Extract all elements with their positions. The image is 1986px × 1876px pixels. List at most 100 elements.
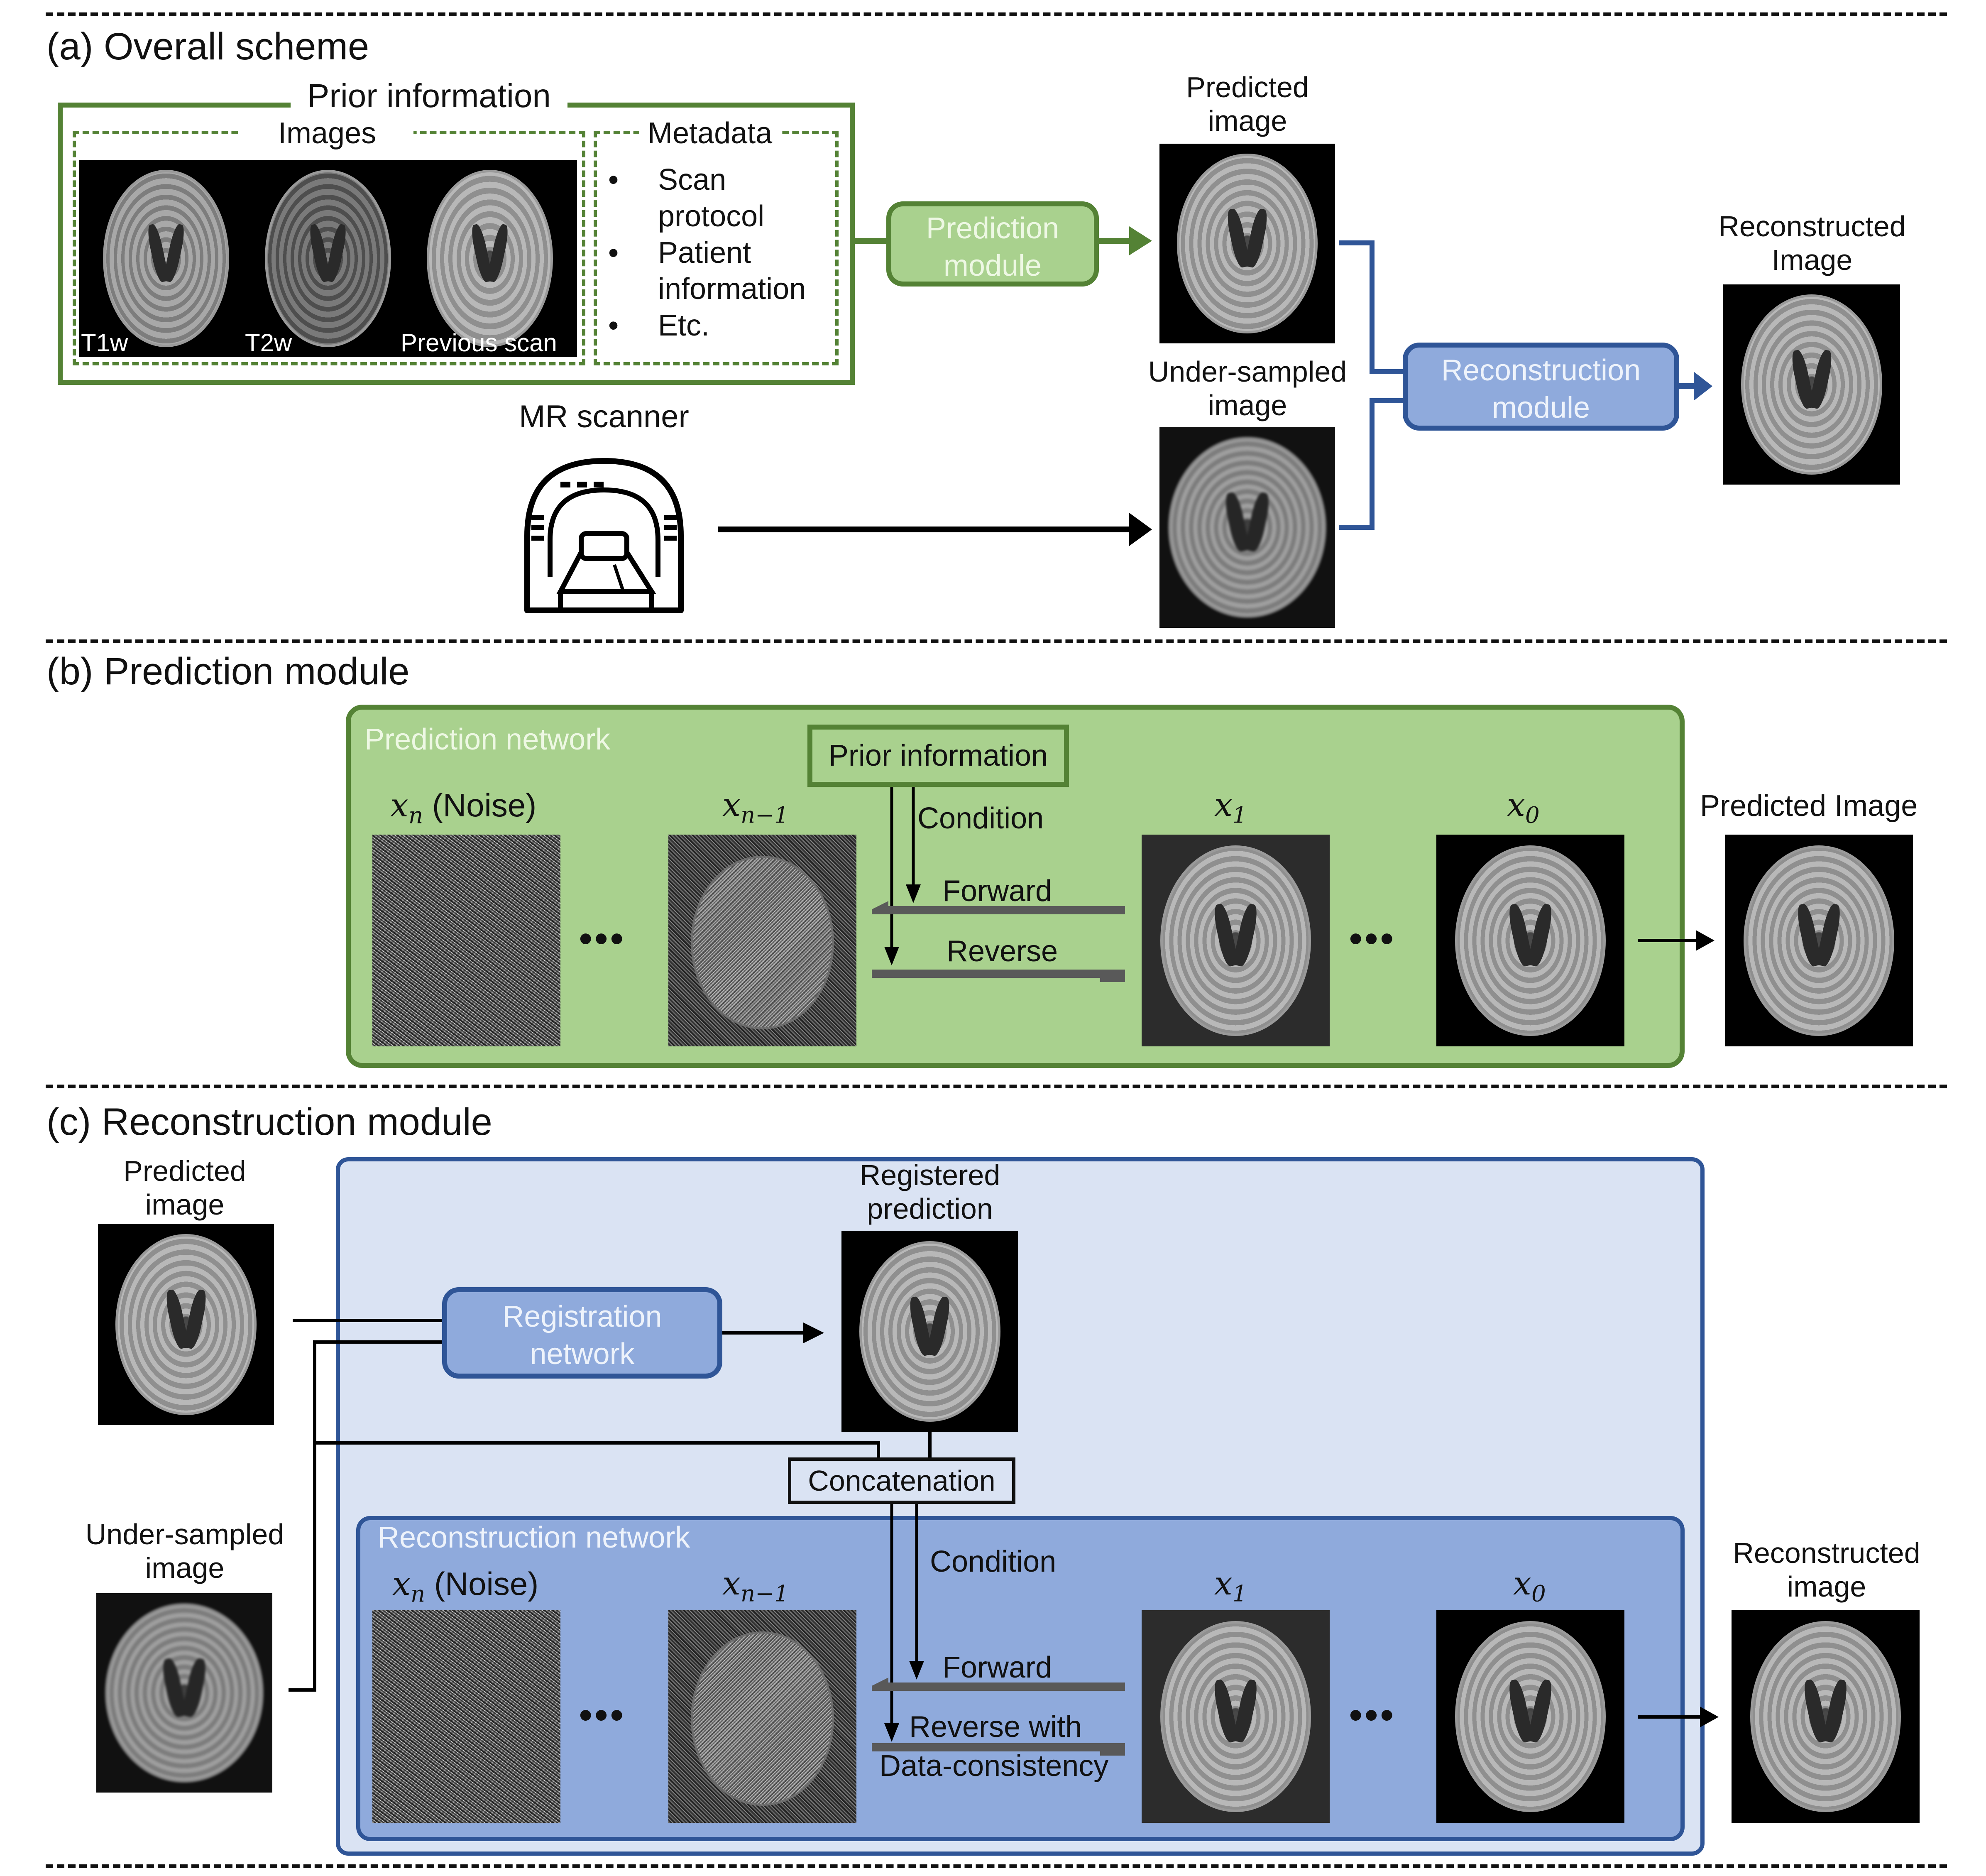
previous-scan-image bbox=[411, 160, 569, 357]
c-xn-minus-1-image bbox=[668, 1610, 856, 1823]
undersampled-to-recon-connector bbox=[1339, 398, 1403, 530]
sub: n−1 bbox=[741, 1580, 789, 1607]
reconstructed-image bbox=[1723, 284, 1900, 485]
var: x bbox=[1214, 786, 1233, 824]
xn-noise-image bbox=[372, 835, 560, 1046]
suffix: (Noise) bbox=[425, 1565, 539, 1602]
c-x0-label: x0 bbox=[1513, 1565, 1546, 1607]
label-line: Image bbox=[1771, 243, 1853, 276]
metadata-line: protocol bbox=[658, 199, 765, 233]
prediction-module-label: module bbox=[943, 249, 1042, 282]
c-reconstructed-image bbox=[1732, 1610, 1920, 1823]
ellipsis-b-2: ••• bbox=[1349, 918, 1396, 960]
registration-network-label: Registration bbox=[502, 1300, 662, 1333]
prediction-module-label: Prediction bbox=[926, 212, 1059, 245]
prediction-module-box: Prediction module bbox=[886, 201, 1099, 287]
x0-label: x0 bbox=[1507, 786, 1540, 828]
arrow-head-blue bbox=[1694, 372, 1712, 401]
var: x bbox=[1214, 1565, 1233, 1602]
predicted-image-output-label: Predicted Image bbox=[1700, 789, 1918, 823]
var: x bbox=[392, 1565, 411, 1603]
sub: n bbox=[411, 1580, 426, 1607]
c-x1-image bbox=[1142, 1610, 1330, 1823]
separator-bottom bbox=[46, 1864, 1947, 1868]
label-line: image bbox=[145, 1188, 225, 1221]
xn-minus-1-image bbox=[668, 835, 856, 1046]
section-c-title: (c) Reconstruction module bbox=[46, 1101, 492, 1143]
t1w-image bbox=[87, 160, 245, 357]
condition-label-b: Condition bbox=[917, 802, 1044, 835]
images-label: Images bbox=[241, 116, 414, 150]
c-xn-noise-label: xn (Noise) bbox=[392, 1565, 538, 1607]
mr-scanner-label: MR scanner bbox=[519, 399, 689, 434]
c-under-sampled-image-label: Under-sampled image bbox=[62, 1518, 307, 1585]
t2w-image bbox=[249, 160, 407, 357]
registered-prediction-image bbox=[841, 1231, 1018, 1432]
var: x bbox=[1513, 1565, 1531, 1602]
label-line: Reconstructed bbox=[1733, 1537, 1920, 1569]
var: x bbox=[1507, 786, 1525, 824]
prior-images-strip: T1w T2w Previous scan bbox=[79, 160, 577, 357]
reconstruction-module-box: Reconstruction module bbox=[1403, 343, 1679, 431]
xn-minus-1-label: xn−1 bbox=[722, 786, 789, 828]
reconstruction-module-label: Reconstruction bbox=[1441, 354, 1641, 387]
c-xn-minus-1-label: xn−1 bbox=[722, 1565, 789, 1607]
suffix: (Noise) bbox=[423, 787, 537, 823]
mr-scanner-icon bbox=[524, 458, 684, 613]
sub: n bbox=[408, 802, 423, 829]
forward-label-c: Forward bbox=[942, 1651, 1052, 1684]
reverse-label-b: Reverse bbox=[947, 935, 1058, 968]
c-xn-noise-image bbox=[372, 1610, 560, 1823]
section-a-title: (a) Overall scheme bbox=[46, 25, 369, 68]
section-b-connectors bbox=[872, 787, 1715, 982]
var: x bbox=[390, 787, 408, 824]
sub: n−1 bbox=[741, 801, 789, 828]
metadata-line: Scan bbox=[658, 163, 726, 196]
reverse-arrow-b bbox=[872, 970, 1125, 982]
caption-t1w: T1w bbox=[81, 329, 128, 357]
arrow-head-condition-forward bbox=[906, 884, 921, 903]
metadata-label: Metadata bbox=[639, 116, 781, 150]
reconstruction-module-label: module bbox=[1492, 391, 1590, 424]
var: x bbox=[722, 786, 741, 824]
reverse-label-c-2: Data-consistency bbox=[879, 1749, 1109, 1783]
registration-network-box: Registration network bbox=[442, 1287, 722, 1379]
label-line: image bbox=[1787, 1570, 1866, 1603]
sub: 1 bbox=[1233, 1580, 1247, 1607]
forward-arrow-b bbox=[872, 901, 1125, 914]
sub: 0 bbox=[1531, 1580, 1546, 1607]
metadata-line: Patient bbox=[658, 236, 751, 269]
ellipsis-c-1: ••• bbox=[579, 1695, 626, 1736]
prior-information-input-box: Prior information bbox=[807, 725, 1069, 787]
predicted-image bbox=[1159, 144, 1335, 343]
x1-label: x1 bbox=[1214, 786, 1247, 828]
predicted-image-output bbox=[1725, 835, 1913, 1046]
concatenation-box: Concatenation bbox=[788, 1457, 1015, 1504]
condition-label-c: Condition bbox=[930, 1545, 1057, 1578]
under-sampled-image-label: Under-sampled image bbox=[1121, 355, 1374, 422]
caption-previous-scan: Previous scan bbox=[401, 329, 557, 357]
x1-image bbox=[1142, 835, 1330, 1046]
predicted-image-label: Predicted image bbox=[1146, 71, 1349, 137]
label-line: Under-sampled bbox=[1148, 355, 1347, 388]
x0-image bbox=[1436, 835, 1624, 1046]
c-x0-image bbox=[1436, 1610, 1624, 1823]
reconstruction-network-label: Reconstruction network bbox=[378, 1521, 690, 1554]
section-b-title: (b) Prediction module bbox=[46, 650, 410, 693]
label-line: image bbox=[145, 1551, 225, 1584]
section-a-connectors bbox=[718, 226, 1712, 546]
label-line: Predicted bbox=[123, 1155, 246, 1187]
arrow-head-black bbox=[1129, 513, 1152, 546]
label-line: Registered bbox=[859, 1159, 1000, 1191]
c-reconstructed-image-label: Reconstructed image bbox=[1710, 1536, 1943, 1603]
separator-top bbox=[46, 12, 1947, 16]
forward-label-b: Forward bbox=[942, 874, 1052, 908]
arrow-head-output-b bbox=[1696, 930, 1715, 951]
label-line: Under-sampled bbox=[85, 1518, 284, 1550]
reconstructed-image-label: Reconstructed Image bbox=[1694, 210, 1930, 277]
c-predicted-image bbox=[98, 1224, 274, 1425]
metadata-item-scan-protocol: • Scan protocol bbox=[608, 162, 806, 235]
metadata-list: • Scan protocol • Patient information • … bbox=[608, 162, 806, 344]
label-line: image bbox=[1208, 104, 1287, 137]
